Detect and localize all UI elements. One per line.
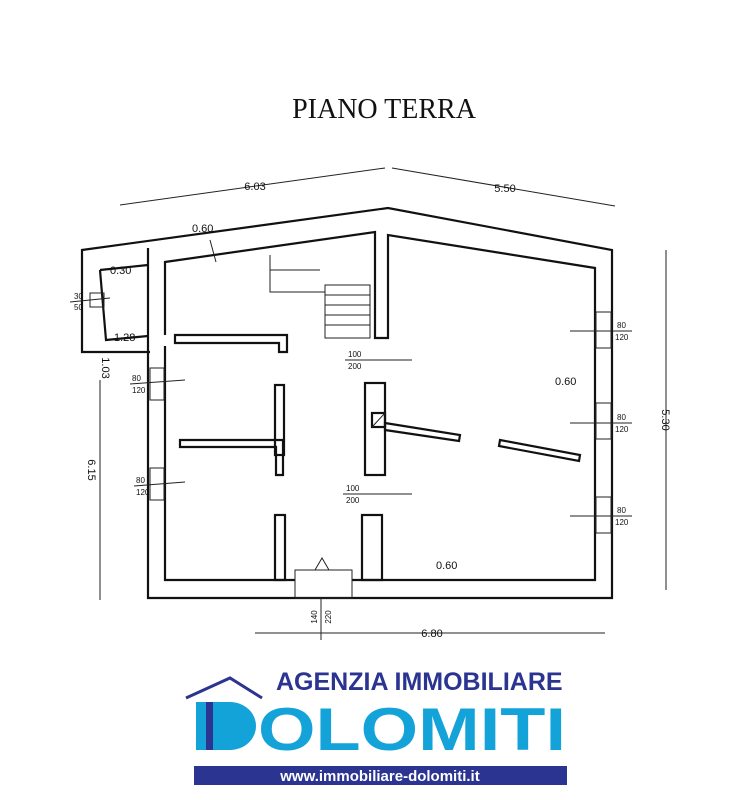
dim-top-right: 5.50	[494, 183, 515, 195]
svg-text:50: 50	[74, 303, 83, 312]
svg-text:120: 120	[615, 333, 629, 342]
dimension-lines	[99, 167, 667, 634]
svg-text:200: 200	[346, 496, 360, 505]
svg-text:80: 80	[617, 413, 626, 422]
opening-label-right-3: 80 120	[570, 506, 632, 527]
dim-wall-top: 0.60	[192, 223, 213, 235]
svg-text:200: 200	[348, 362, 362, 371]
dim-wall-right: 0.60	[555, 376, 576, 388]
opening-label-left-2: 80 120	[133, 476, 186, 497]
dim-wall-bottom: 0.60	[436, 560, 457, 572]
house-roof-icon	[185, 676, 263, 700]
svg-text:120: 120	[615, 518, 629, 527]
svg-text:140: 140	[310, 610, 319, 624]
svg-text:120: 120	[615, 425, 629, 434]
opening-label-door-1: 100 200	[345, 350, 412, 371]
logo-line1: AGENZIA IMMOBILIARE	[276, 668, 563, 696]
svg-text:120: 120	[132, 386, 146, 395]
dim-top-left: 6.03	[244, 181, 265, 193]
opening-label-right-1: 80 120	[570, 321, 632, 342]
opening-label-annex: 30 50	[69, 292, 111, 312]
svg-text:220: 220	[324, 610, 333, 624]
plan-title: PIANO TERRA	[292, 94, 477, 125]
svg-text:100: 100	[348, 350, 362, 359]
svg-text:120: 120	[136, 488, 150, 497]
opening-label-right-2: 80 120	[570, 413, 632, 434]
svg-text:80: 80	[617, 506, 626, 515]
opening-label-left-1: 80 120	[129, 374, 186, 395]
logo-d-shape	[196, 702, 256, 750]
dim-annex-height: 1.03	[99, 357, 111, 378]
dim-annex-inner: 0.30	[110, 265, 131, 277]
svg-text:80: 80	[136, 476, 145, 485]
opening-label-door-2: 100 200	[343, 484, 412, 505]
logo-line2: OLOMITI	[258, 696, 566, 763]
dim-annex-width: 1.28	[114, 332, 135, 344]
svg-text:100: 100	[346, 484, 360, 493]
svg-text:80: 80	[617, 321, 626, 330]
dim-bottom: 6.80	[421, 628, 442, 640]
interior-walls	[173, 333, 582, 582]
svg-text:80: 80	[132, 374, 141, 383]
logo-url: www.immobiliare-dolomiti.it	[279, 768, 479, 785]
openings	[89, 292, 612, 599]
dim-left: 6.15	[85, 459, 97, 480]
staircase	[269, 255, 371, 339]
outer-walls	[80, 206, 614, 600]
svg-text:30: 30	[74, 292, 83, 301]
dim-right: 5.30	[659, 409, 671, 430]
agency-logo: AGENZIA IMMOBILIARE OLOMITI www.immobili…	[185, 668, 567, 785]
opening-label-entrance: 140 220	[310, 598, 333, 640]
